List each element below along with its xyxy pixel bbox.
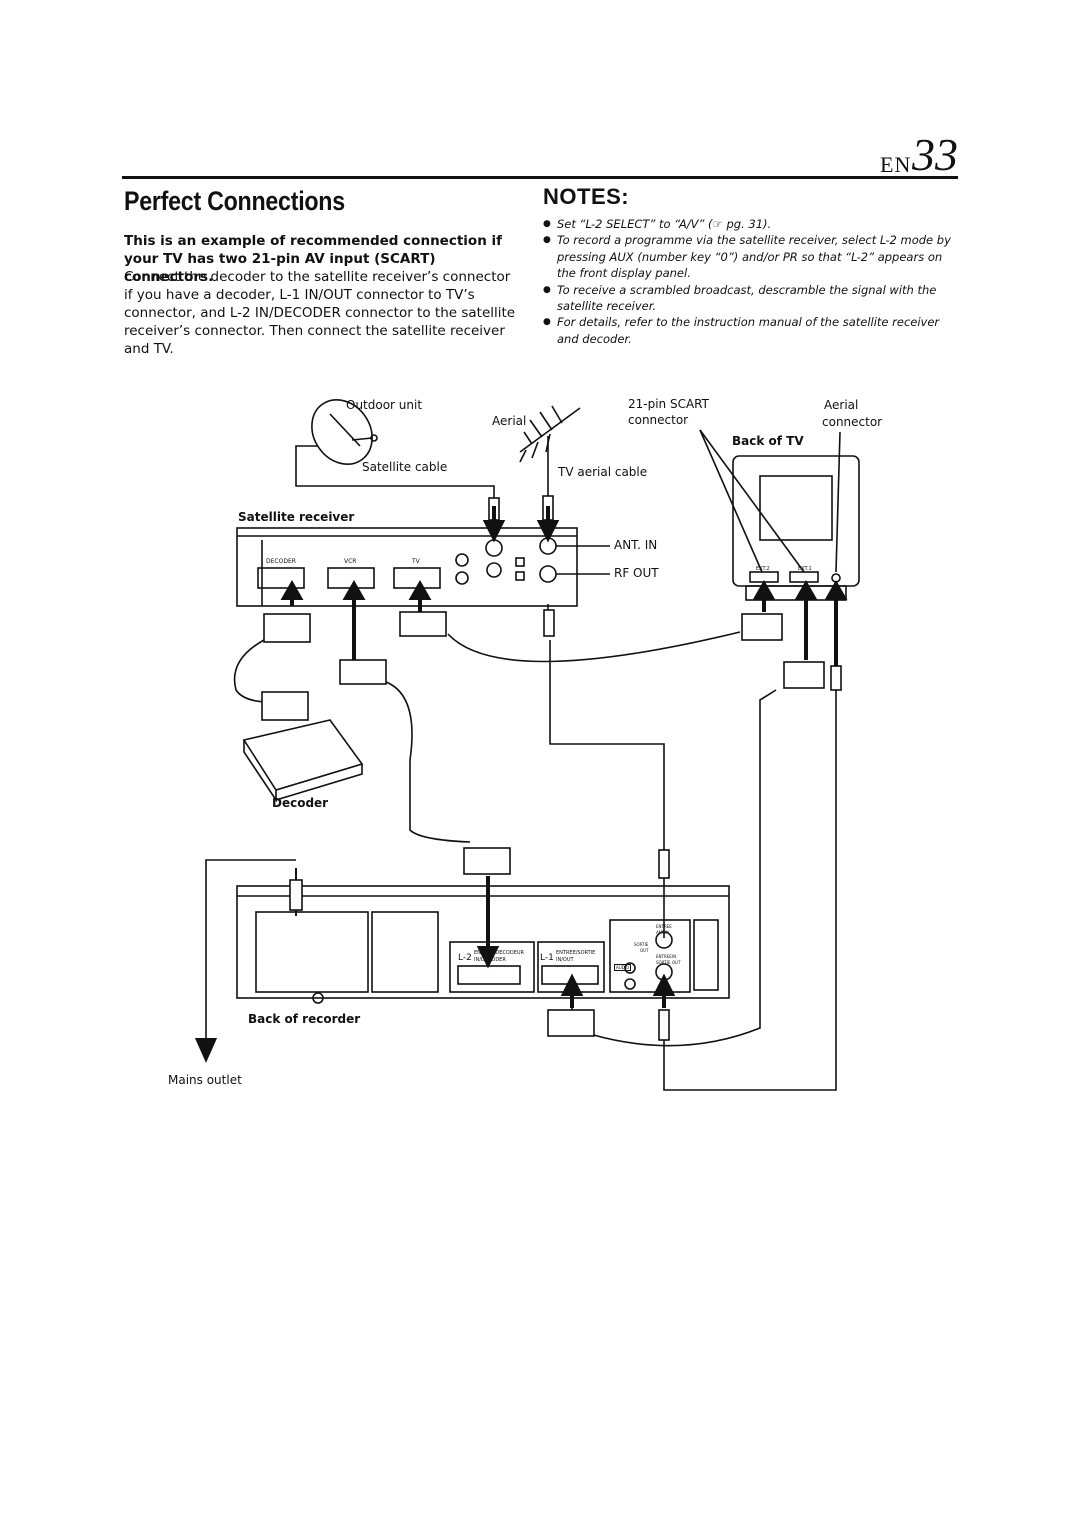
label-decoder: Decoder xyxy=(272,796,329,810)
label-sat-decoder-port: DECODER xyxy=(266,558,296,565)
label-scart-line1: 21-pin SCART xyxy=(628,397,709,411)
label-rec-entree: ENTREE xyxy=(656,924,672,929)
label-rec-audio: AUDIO xyxy=(614,964,632,971)
label-rec-l1-text2: IN/OUT xyxy=(556,957,574,963)
label-sat-vcr-port: VCR xyxy=(344,558,357,565)
label-scart-line2: connector xyxy=(628,413,689,427)
label-back-of-tv: Back of TV xyxy=(732,434,804,448)
page-number: 33 xyxy=(912,129,958,180)
page-title: Perfect Connections xyxy=(124,186,345,216)
intro-body-text: Connect the decoder to the satellite rec… xyxy=(124,269,516,357)
label-rec-entree2: ENTREE xyxy=(656,954,672,959)
label-ant-in: ANT. IN xyxy=(614,538,658,552)
label-aerial-connector-line1: Aerial xyxy=(824,398,859,412)
label-rec-l2-text1: ENTREE/DECODEUR xyxy=(474,950,525,956)
label-rec-l2: L-2 xyxy=(458,953,472,963)
label-outdoor-unit: Outdoor unit xyxy=(346,398,423,412)
recorder-device xyxy=(236,885,730,1004)
intro-bold-text: This is an example of recommended connec… xyxy=(124,233,502,285)
decoder-device xyxy=(242,719,364,803)
label-satellite-receiver: Satellite receiver xyxy=(238,510,355,524)
label-rec-l1-text1: ENTREE/SORTIE xyxy=(556,950,596,956)
label-tv-aerial-cable: TV aerial cable xyxy=(558,465,648,479)
label-rec-sortie: SORTIE xyxy=(634,942,649,947)
label-aerial-connector-line2: connector xyxy=(822,415,883,429)
notes-heading: NOTES: xyxy=(543,184,630,209)
label-mains-outlet: Mains outlet xyxy=(168,1073,242,1087)
page-lang-label: EN xyxy=(880,152,912,177)
label-rec-l1: L-1 xyxy=(540,953,554,963)
label-tv-ext2: EXT.2 xyxy=(756,566,770,572)
note-item: For details, refer to the instruction ma… xyxy=(543,314,955,347)
satellite-cable xyxy=(295,445,495,500)
label-satellite-cable: Satellite cable xyxy=(362,460,448,474)
notes-list: Set “L-2 SELECT” to “A/V” (☞ pg. 31). To… xyxy=(543,216,955,347)
tv-device xyxy=(732,455,860,601)
aerial-icon xyxy=(519,405,581,496)
label-sat-tv-port: TV xyxy=(412,558,420,565)
label-rec-out2: OUT xyxy=(672,960,681,965)
label-back-of-recorder: Back of recorder xyxy=(248,1012,361,1026)
label-rec-l2-text2: IN/DECODER xyxy=(474,957,506,963)
note-item: To receive a scrambled broadcast, descra… xyxy=(543,282,955,315)
note-item: To record a programme via the satellite … xyxy=(543,232,955,281)
satellite-dish-icon xyxy=(311,399,378,465)
note-item: Set “L-2 SELECT” to “A/V” (☞ pg. 31). xyxy=(543,216,955,233)
label-aerial: Aerial xyxy=(492,414,527,428)
label-rec-antin: ANT.IN xyxy=(656,930,670,935)
header-rule xyxy=(122,176,958,179)
label-rf-out: RF OUT xyxy=(614,566,659,580)
label-tv-ext1: EXT.1 xyxy=(798,566,812,572)
label-rec-out: OUT xyxy=(640,948,649,953)
label-rec-in: IN xyxy=(672,954,677,959)
label-rec-sortie2: SORTIE xyxy=(656,960,671,965)
